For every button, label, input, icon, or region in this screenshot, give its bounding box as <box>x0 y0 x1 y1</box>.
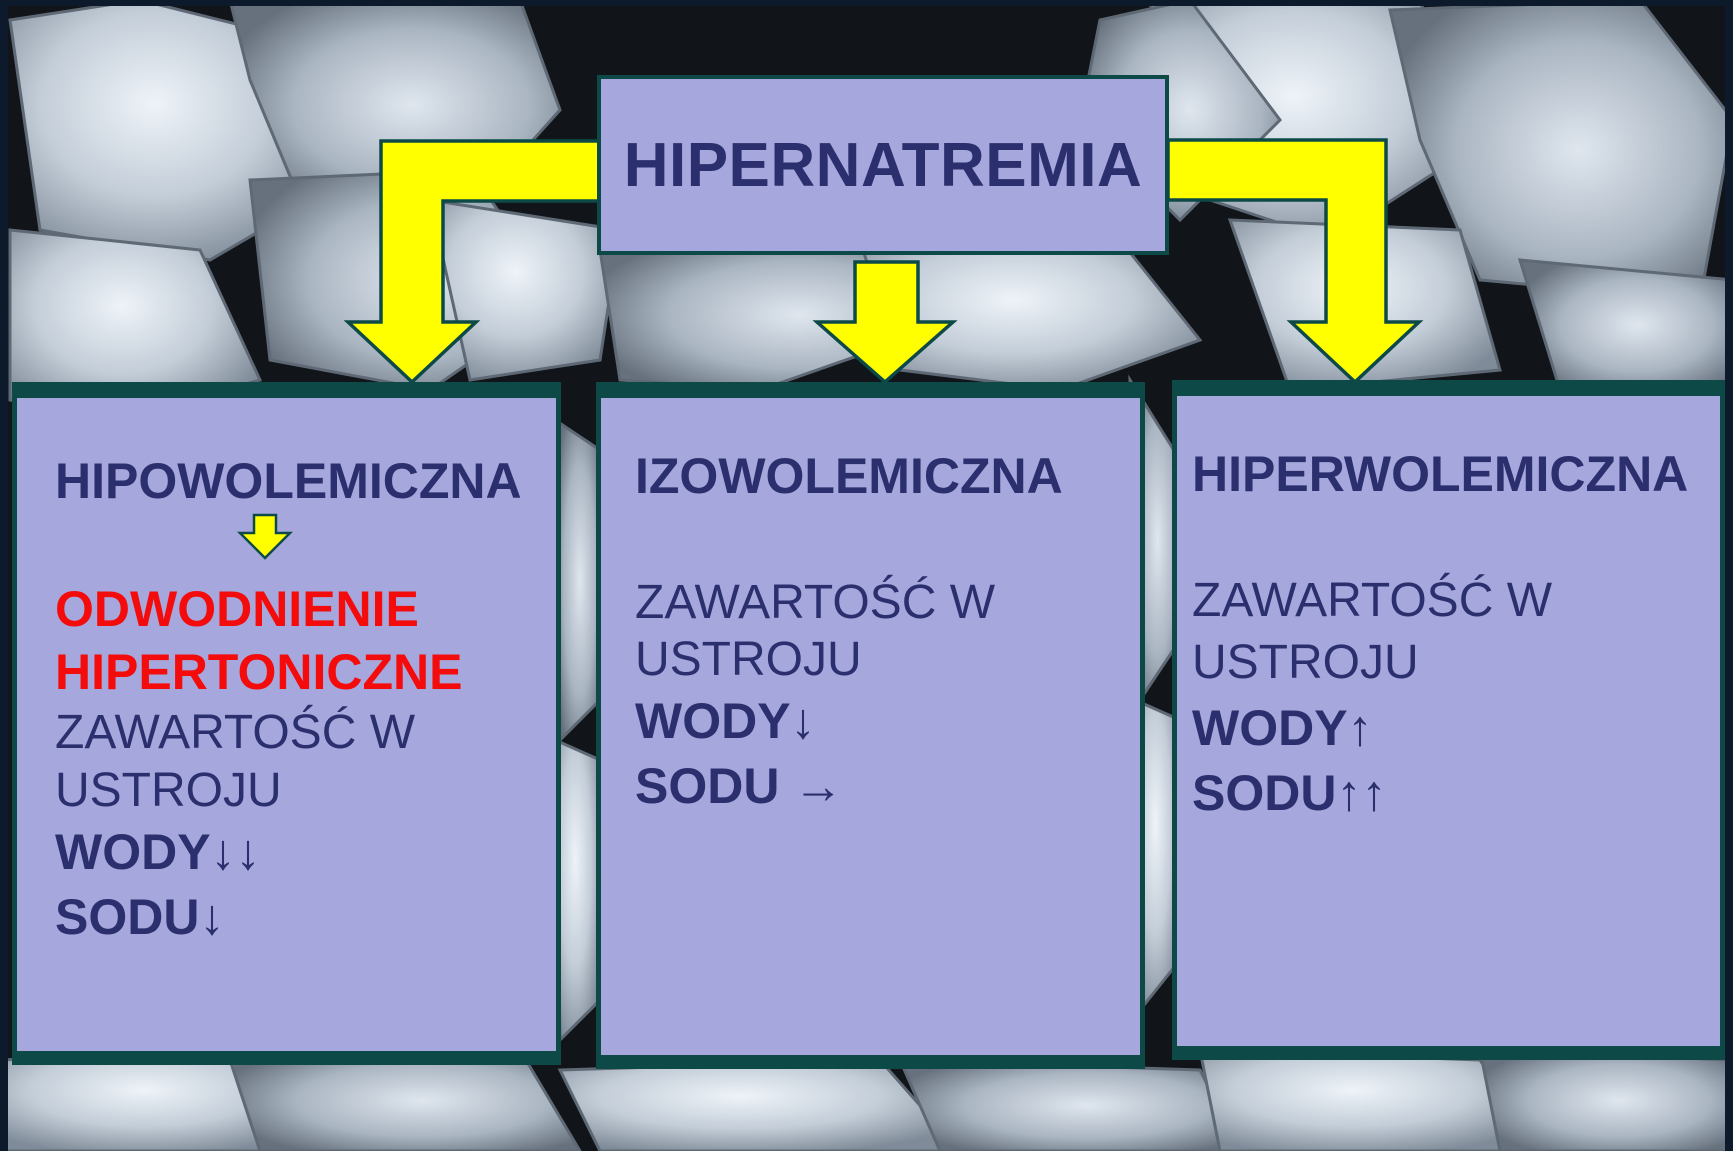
box-1-dehydration-line-1: ODWODNIENIE <box>55 580 419 638</box>
page-title: HIPERNATREMIA <box>624 130 1143 201</box>
box-3-content-line-1: ZAWARTOŚĆ W <box>1192 573 1552 628</box>
box-1-sodium: SODU↓ <box>55 888 224 946</box>
box-2-content-line-2: USTROJU <box>635 632 862 687</box>
arrow-right <box>1168 140 1419 382</box>
box-3-content-line-2: USTROJU <box>1192 635 1419 690</box>
box-3-heading: HIPERWOLEMICZNA <box>1192 445 1688 503</box>
box-2-water: WODY↓ <box>635 692 816 750</box>
box-2-content-line-1: ZAWARTOŚĆ W <box>635 575 995 630</box>
box-1-dehydration-line-2: HIPERTONICZNE <box>55 643 462 701</box>
box-1-content-line-2: USTROJU <box>55 763 282 818</box>
small-down-arrow-icon <box>237 513 293 561</box>
box-2-sodium: SODU → <box>635 757 843 815</box>
arrow-center <box>817 262 953 382</box>
box-1-water: WODY↓↓ <box>55 823 261 881</box>
box-3-water: WODY↑ <box>1192 699 1373 757</box>
box-3-sodium: SODU↑↑ <box>1192 764 1386 822</box>
box-1-heading: HIPOWOLEMICZNA <box>55 452 522 510</box>
box-2-heading: IZOWOLEMICZNA <box>635 447 1063 505</box>
arrow-left <box>348 141 600 382</box>
title-box: HIPERNATREMIA <box>597 75 1169 255</box>
box-1-content-line-1: ZAWARTOŚĆ W <box>55 705 415 760</box>
